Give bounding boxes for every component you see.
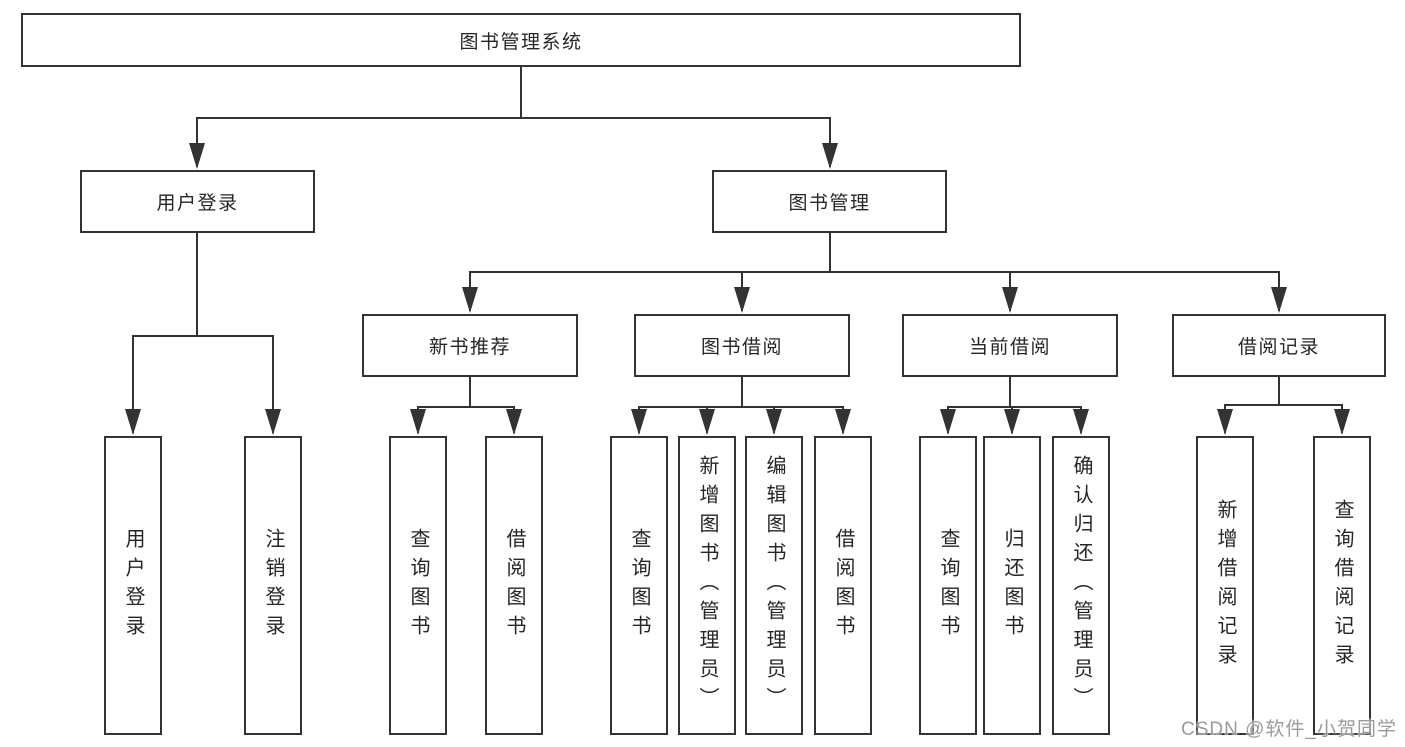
leaf-borrow-books-recommend: 借阅图书	[485, 436, 543, 735]
node-book-management: 图书管理	[712, 170, 947, 233]
node-current-borrow-label: 当前借阅	[968, 337, 1051, 358]
node-current-borrow: 当前借阅	[902, 314, 1118, 377]
leaf-add-borrow-record: 新增借阅记录	[1196, 436, 1254, 735]
node-new-book-recommend: 新书推荐	[362, 314, 578, 377]
leaf-query-books-current-label: 查询图书	[937, 527, 959, 644]
leaf-return-book: 归还图书	[983, 436, 1041, 735]
leaf-user-login-label: 用户登录	[122, 527, 144, 644]
leaf-add-book-admin: 新增图书（管理员）	[678, 436, 736, 735]
node-borrow-record-label: 借阅记录	[1237, 337, 1320, 358]
node-borrow-record: 借阅记录	[1172, 314, 1386, 377]
leaf-add-book-admin-label: 新增图书（管理员）	[696, 455, 718, 716]
node-new-book-recommend-label: 新书推荐	[428, 337, 511, 358]
node-user-login-label: 用户登录	[156, 193, 239, 214]
leaf-query-books-borrow-label: 查询图书	[628, 527, 650, 644]
leaf-edit-book-admin-label: 编辑图书（管理员）	[763, 455, 785, 716]
leaf-query-books-current: 查询图书	[919, 436, 977, 735]
leaf-logout: 注销登录	[244, 436, 302, 735]
leaf-query-books-borrow: 查询图书	[610, 436, 668, 735]
node-user-login: 用户登录	[80, 170, 315, 233]
leaf-add-borrow-record-label: 新增借阅记录	[1214, 498, 1236, 673]
leaf-query-borrow-record: 查询借阅记录	[1313, 436, 1371, 735]
node-book-borrow: 图书借阅	[634, 314, 850, 377]
leaf-edit-book-admin: 编辑图书（管理员）	[745, 436, 803, 735]
csdn-watermark: CSDN @软件_小贺同学	[1181, 719, 1397, 740]
leaf-borrow-books-label: 借阅图书	[832, 527, 854, 644]
node-book-borrow-label: 图书借阅	[700, 337, 783, 358]
leaf-query-borrow-record-label: 查询借阅记录	[1331, 498, 1353, 673]
leaf-borrow-books: 借阅图书	[814, 436, 872, 735]
leaf-confirm-return-admin-label: 确认归还（管理员）	[1070, 455, 1092, 716]
leaf-logout-label: 注销登录	[262, 527, 284, 644]
leaf-query-books-recommend-label: 查询图书	[407, 527, 429, 644]
leaf-borrow-books-recommend-label: 借阅图书	[503, 527, 525, 644]
leaf-query-books-recommend: 查询图书	[389, 436, 447, 735]
node-root-label: 图书管理系统	[459, 31, 583, 53]
leaf-user-login: 用户登录	[104, 436, 162, 735]
node-root-system: 图书管理系统	[21, 13, 1021, 67]
leaf-return-book-label: 归还图书	[1001, 527, 1023, 644]
leaf-confirm-return-admin: 确认归还（管理员）	[1052, 436, 1110, 735]
node-book-management-label: 图书管理	[788, 193, 871, 214]
